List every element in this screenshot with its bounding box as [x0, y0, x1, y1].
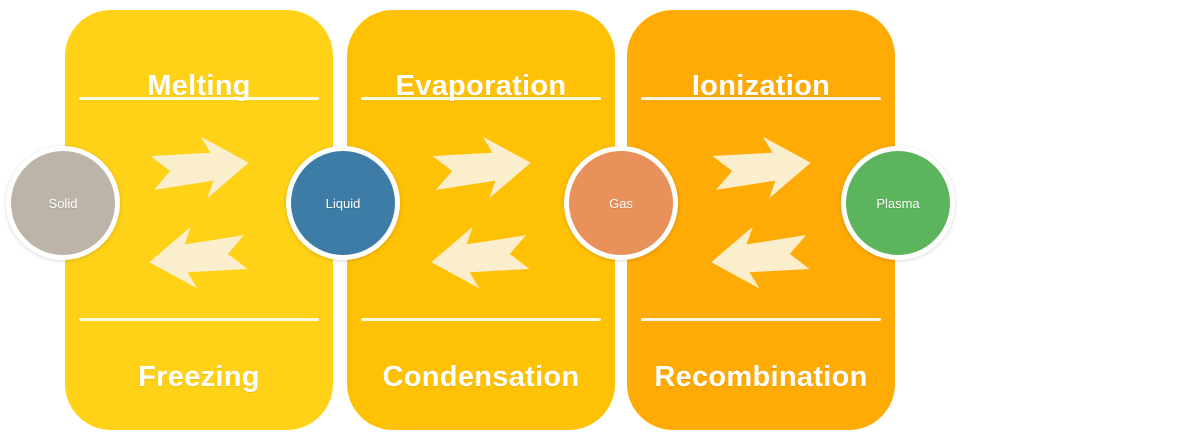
state-circle-solid: Solid: [6, 146, 120, 260]
forward-arrow-icon: [150, 136, 249, 199]
divider-line: [79, 318, 319, 321]
state-circle-plasma: Plasma: [841, 146, 955, 260]
panel-top-label: Melting: [147, 70, 251, 103]
backward-arrow-icon: [149, 226, 248, 289]
state-label: Solid: [48, 195, 78, 211]
divider-line: [641, 97, 881, 100]
state-label: Gas: [609, 195, 633, 211]
panel-bottom-label: Freezing: [138, 361, 260, 394]
backward-arrow-icon: [431, 226, 530, 289]
state-circle-gas: Gas: [564, 146, 678, 260]
state-label: Liquid: [325, 195, 361, 211]
forward-arrow-icon: [432, 136, 531, 199]
state-circle-liquid: Liquid: [286, 146, 400, 260]
state-label: Plasma: [876, 195, 920, 211]
panel-bottom-label: Condensation: [382, 361, 580, 394]
divider-line: [361, 318, 601, 321]
panel-top-label: Ionization: [691, 70, 831, 103]
panel-top-label: Evaporation: [395, 70, 567, 103]
divider-line: [641, 318, 881, 321]
forward-arrow-icon: [712, 136, 811, 199]
divider-line: [361, 97, 601, 100]
divider-line: [79, 97, 319, 100]
panel-bottom-label: Recombination: [654, 361, 868, 394]
backward-arrow-icon: [711, 226, 810, 289]
